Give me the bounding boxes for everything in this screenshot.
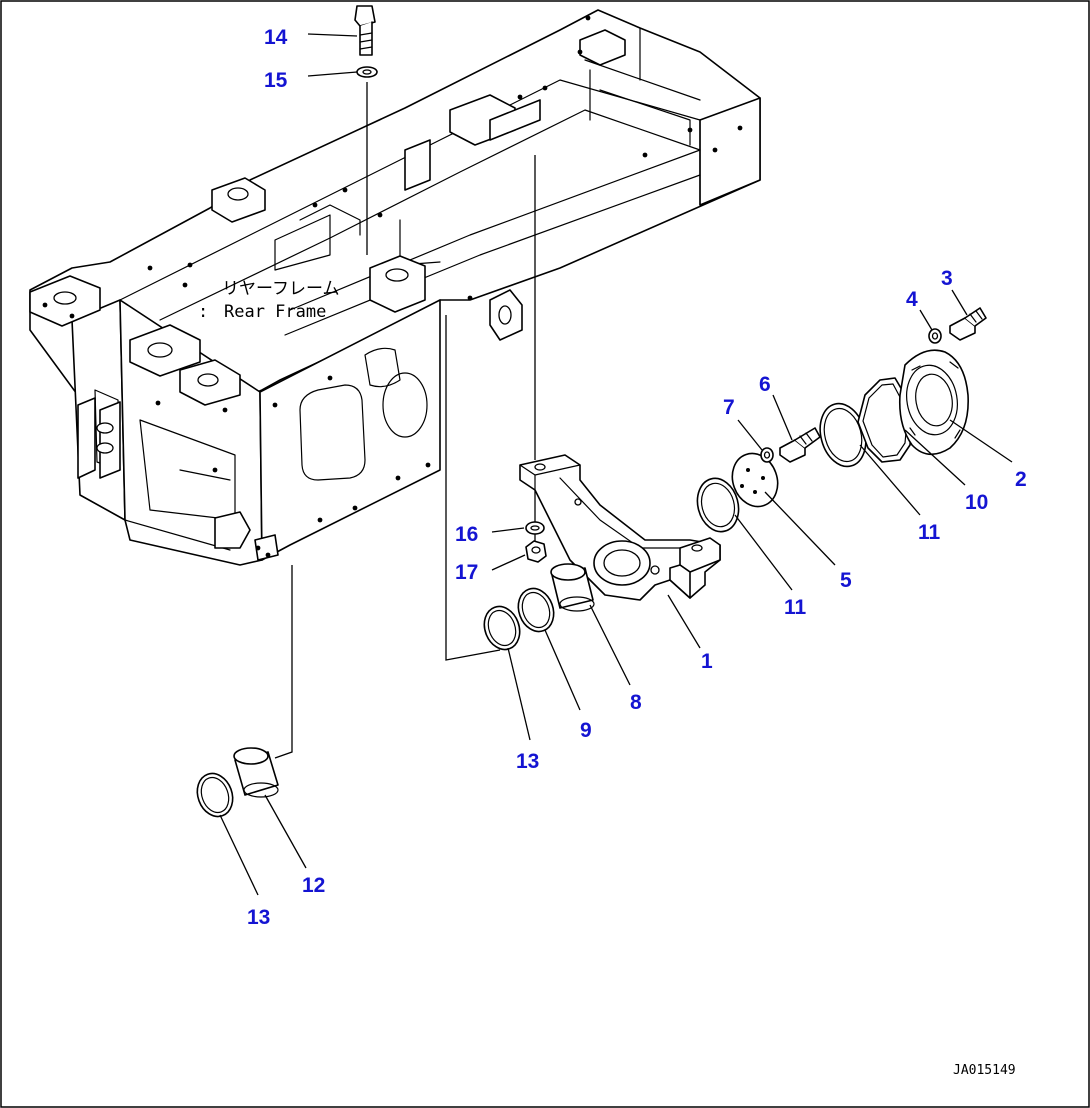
callout-1: 1	[701, 650, 713, 673]
callout-6: 6	[759, 373, 771, 396]
callout-11-lower: 11	[784, 596, 807, 619]
bolt-3	[949, 307, 987, 341]
frame-bolts	[42, 15, 743, 558]
callout-11-upper: 11	[918, 521, 941, 544]
callout-3: 3	[941, 267, 953, 290]
leader-lines	[219, 33, 1013, 896]
frame-label-english: Rear Frame	[224, 302, 326, 322]
washer-15	[356, 66, 378, 78]
o-ring-9	[517, 587, 555, 633]
bracket-1	[519, 454, 721, 601]
bolt-6	[779, 427, 821, 463]
bushing-8	[550, 563, 595, 612]
callout-7: 7	[723, 396, 735, 419]
callout-14: 14	[264, 26, 288, 49]
washer-7	[760, 447, 774, 463]
callout-13-lower: 13	[247, 906, 270, 929]
callout-9: 9	[580, 719, 592, 742]
shim-11-lower	[696, 477, 740, 533]
callout-8: 8	[630, 691, 642, 714]
callout-15: 15	[264, 69, 288, 92]
callout-13-upper: 13	[516, 750, 539, 773]
callout-4: 4	[906, 288, 918, 311]
frame-label-japanese: リヤーフレーム	[222, 279, 339, 299]
callout-10: 10	[965, 491, 988, 514]
drawing-id: JA015149	[953, 1063, 1016, 1078]
seal-13-upper	[483, 605, 521, 651]
cover-2	[898, 349, 969, 456]
callout-16: 16	[455, 523, 478, 546]
bolt-14	[354, 5, 376, 56]
callout-2: 2	[1015, 468, 1027, 491]
frame-label-colon: :	[198, 302, 208, 322]
bushing-12	[233, 747, 279, 798]
washer-4	[928, 328, 942, 344]
seal-13-lower	[196, 772, 234, 818]
washer-16	[525, 521, 545, 535]
callouts: 14 15 3 4 6 7 2 10 11 5 11 16 17 1 8 9 1…	[247, 26, 1027, 929]
callout-5: 5	[840, 569, 852, 592]
callout-17: 17	[455, 561, 478, 584]
gasket-10	[857, 377, 913, 463]
rear-frame	[29, 9, 761, 566]
nut-17	[525, 540, 547, 563]
callout-12: 12	[302, 874, 325, 897]
